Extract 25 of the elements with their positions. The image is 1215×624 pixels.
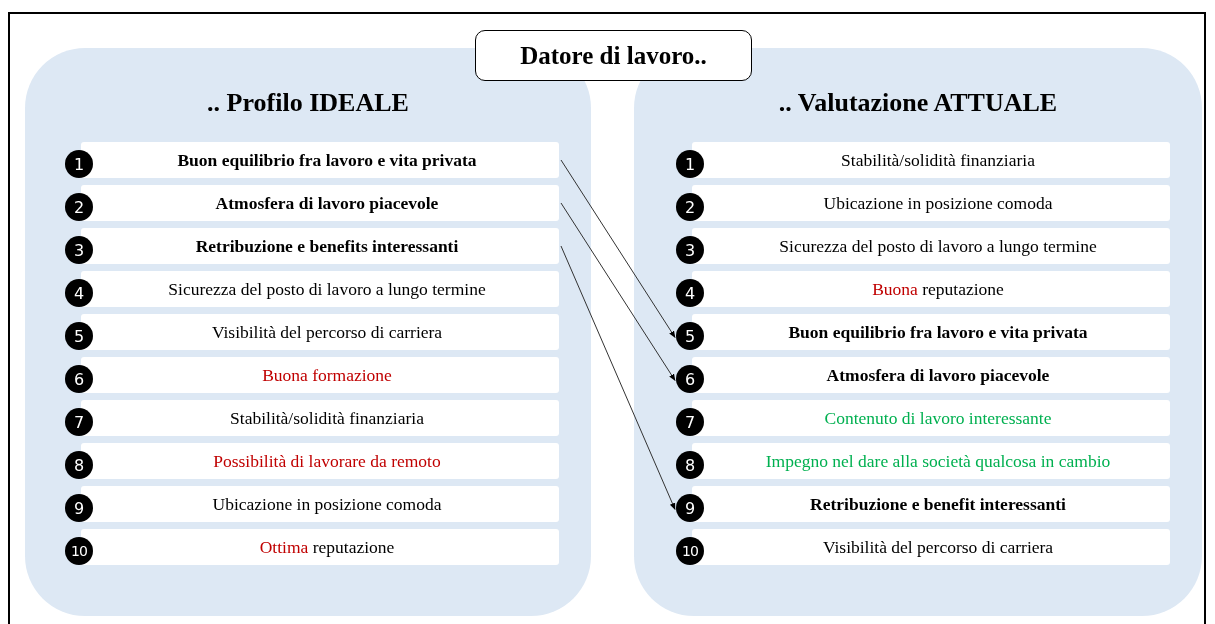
panel-background (25, 48, 591, 616)
number-badge: 8 (65, 451, 93, 479)
number-badge: 2 (676, 193, 704, 221)
number-badge: 3 (676, 236, 704, 264)
panel-heading: .. Profilo IDEALE (207, 88, 409, 118)
number-badge: 5 (65, 322, 93, 350)
title-box: Datore di lavoro.. (475, 30, 752, 81)
number-badge: 10 (676, 537, 704, 565)
number-badge: 7 (65, 408, 93, 436)
number-badge: 7 (676, 408, 704, 436)
number-badge: 6 (65, 365, 93, 393)
panel-heading: .. Valutazione ATTUALE (778, 88, 1058, 118)
number-badge: 2 (65, 193, 93, 221)
arrow (560, 159, 676, 338)
number-badge: 9 (676, 494, 704, 522)
arrow (560, 202, 676, 381)
number-badge: 9 (65, 494, 93, 522)
number-badge: 10 (65, 537, 93, 565)
arrow (560, 245, 676, 511)
number-badge: 1 (65, 150, 93, 178)
number-badge: 6 (676, 365, 704, 393)
number-badge: 1 (676, 150, 704, 178)
number-badge: 3 (65, 236, 93, 264)
number-badge: 8 (676, 451, 704, 479)
number-badge: 5 (676, 322, 704, 350)
